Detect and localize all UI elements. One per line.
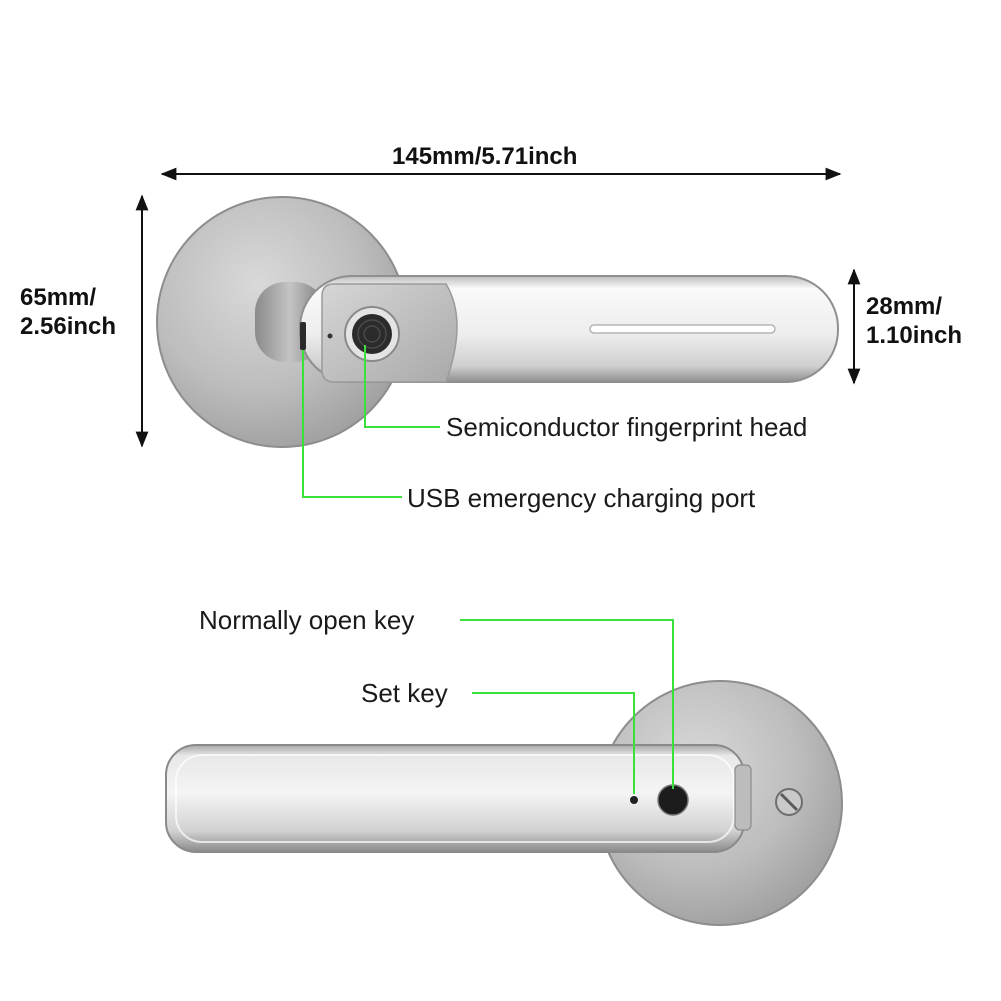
bottom-handle-inner [175,754,735,843]
height-dimension-label: 65mm/ 2.56inch [20,283,116,341]
height-dimension-line2: 2.56inch [20,313,117,340]
height-dimension-line1: 65mm/ [20,284,97,311]
normally-open-callout-line [460,619,674,789]
keyhole-icon [657,784,689,816]
usb-port-icon [300,322,306,350]
bottom-handle [165,744,745,853]
normally-open-callout-label: Normally open key [199,605,415,635]
fingerprint-callout-label: Semiconductor fingerprint head [446,412,808,442]
bottom-handle-side [734,764,752,831]
top-lock [156,196,839,448]
screw-icon [775,788,803,816]
set-key-callout-label: Set key [361,678,448,708]
handle-height-dimension-line1: 28mm/ [866,293,943,320]
fingerprint-sensor-icon [344,306,400,362]
fingerprint-callout-line [364,345,440,428]
set-key-callout-line [472,692,635,794]
handle-height-dimension-label: 28mm/ 1.10inch [866,292,962,350]
length-dimension-label: 145mm/5.71inch [392,143,578,170]
usb-callout-label: USB emergency charging port [407,483,756,513]
set-key-hole [630,796,638,804]
usb-callout-line [302,350,402,498]
indicator-dot [327,333,333,339]
handle-height-dimension-line2: 1.10inch [866,322,963,349]
top-handle-slot [589,324,776,334]
bottom-lock [165,680,843,926]
